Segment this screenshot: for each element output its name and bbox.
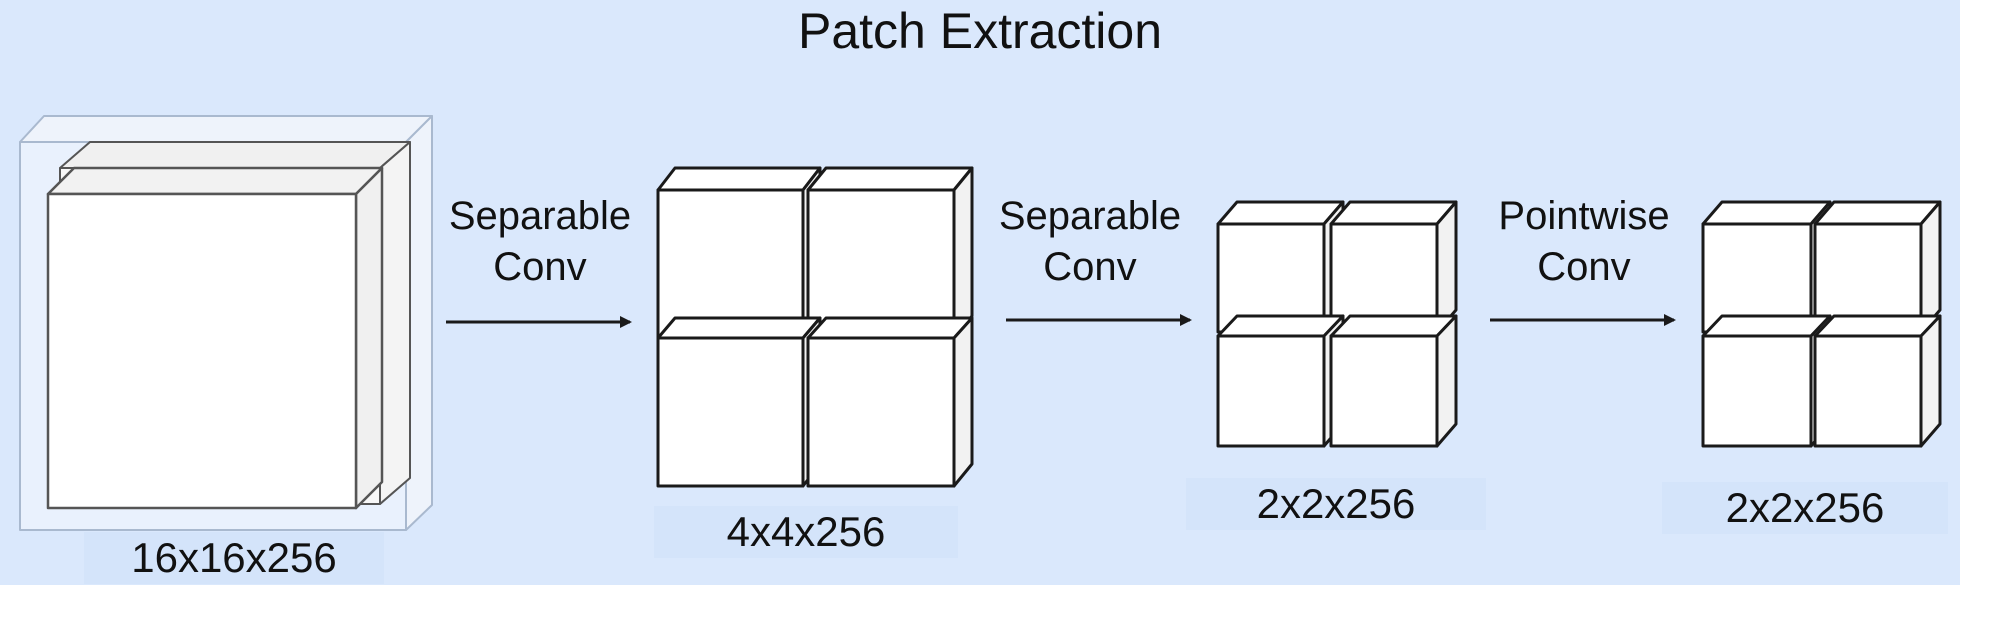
stage4-cube-top-left (1701, 200, 1832, 334)
stage3-cube-grid (1216, 200, 1458, 448)
stage1-dims: 16x16x256 (84, 532, 384, 584)
diagram-title: Patch Extraction (797, 3, 1163, 59)
stage2-cube-top-right (806, 166, 974, 340)
operation-label-3: Pointwise Conv (1484, 194, 1684, 290)
operation-label-2-line2: Conv (1043, 245, 1137, 289)
operation-label-1-line2: Conv (493, 245, 587, 289)
stage4-cube-top-right (1813, 200, 1942, 334)
stage3-cube-bottom-left (1216, 314, 1345, 448)
stage2-cube-top-left (656, 166, 822, 340)
stage3-cube-bottom-right (1329, 314, 1458, 448)
stage4-cube-bottom-left (1701, 314, 1832, 448)
operation-label-3-line2: Conv (1537, 245, 1631, 289)
stage3-dims: 2x2x256 (1186, 478, 1486, 530)
stage4-dims: 2x2x256 (1662, 482, 1948, 534)
stage2-cube-grid (656, 166, 974, 488)
stage4-cube-bottom-right (1813, 314, 1942, 448)
stage2-cube-bottom-left (656, 316, 822, 488)
stage2-cube-bottom-right (806, 316, 974, 488)
input-feature-map (19, 115, 433, 531)
operation-label-2: Separable Conv (990, 194, 1190, 290)
diagram-panel: Patch Extraction (0, 0, 1960, 585)
operation-label-3-line1: Pointwise (1498, 194, 1670, 238)
operation-label-1: Separable Conv (440, 194, 640, 290)
input-cube (46, 166, 384, 510)
stage3-cube-top-left (1216, 200, 1345, 334)
operation-label-2-line1: Separable (998, 194, 1182, 238)
stage4-cube-grid (1701, 200, 1942, 448)
operation-label-1-line1: Separable (448, 194, 632, 238)
stage3-cube-top-right (1329, 200, 1458, 334)
stage2-dims: 4x4x256 (654, 506, 958, 558)
